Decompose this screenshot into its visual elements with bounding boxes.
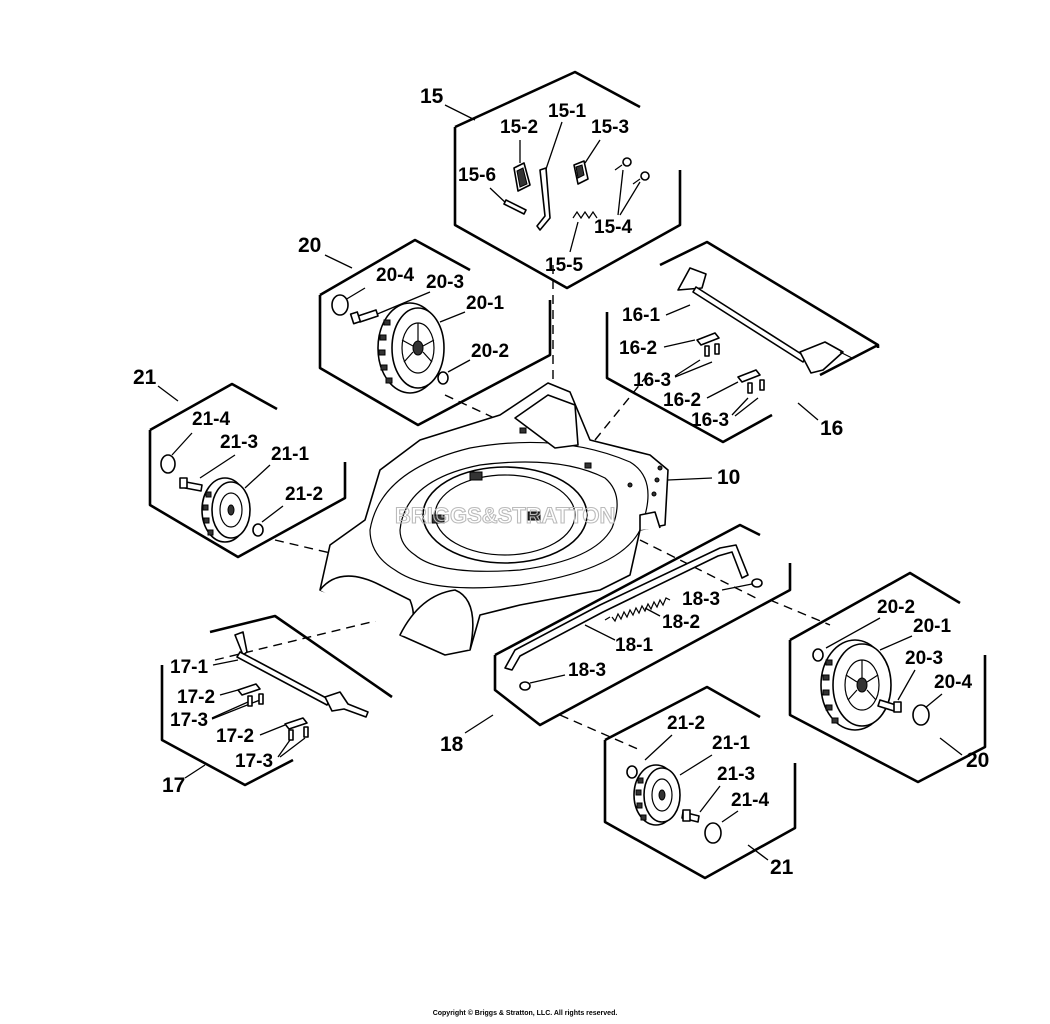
group-20-top-panel bbox=[318, 238, 552, 427]
label-20-3-top: 20-3 bbox=[426, 272, 464, 293]
label-20-1-top: 20-1 bbox=[466, 293, 504, 314]
group-21-bottom-panel bbox=[603, 685, 797, 880]
watermark-text: BRIGGS&STRATTON bbox=[395, 503, 615, 528]
part-16-2-plate-b bbox=[737, 369, 761, 383]
label-16: 16 bbox=[820, 417, 843, 440]
part-20-1-wheel-right bbox=[820, 639, 892, 731]
label-16-3-b: 16-3 bbox=[691, 410, 729, 431]
label-16-2-a: 16-2 bbox=[619, 338, 657, 359]
part-17-2-plate-a bbox=[237, 683, 261, 696]
copyright-notice: Copyright © Briggs & Stratton, LLC. All … bbox=[432, 1010, 618, 1017]
part-21-4-cap-bottom bbox=[704, 822, 722, 844]
label-20-2-right: 20-2 bbox=[877, 597, 915, 618]
part-18-3-nut-bottom bbox=[519, 681, 531, 691]
label-15-3: 15-3 bbox=[591, 117, 629, 138]
part-21-2-washer-left bbox=[252, 523, 264, 537]
part-18-3-nut-top bbox=[751, 578, 763, 588]
part-21-1-wheel-left bbox=[201, 477, 251, 543]
label-17: 17 bbox=[162, 774, 185, 797]
label-21-left: 21 bbox=[133, 366, 157, 389]
label-21-2-left: 21-2 bbox=[285, 484, 323, 505]
label-17-1: 17-1 bbox=[170, 657, 208, 678]
part-20-4-cap-right bbox=[912, 704, 930, 726]
label-18: 18 bbox=[440, 733, 464, 756]
label-21-bottom: 21 bbox=[770, 856, 794, 879]
label-20-1-right: 20-1 bbox=[913, 616, 951, 637]
part-15-3-cap bbox=[573, 160, 589, 185]
label-17-2-a: 17-2 bbox=[177, 687, 215, 708]
part-16-3-screws-a bbox=[704, 343, 720, 357]
part-15-2-cap bbox=[513, 162, 531, 192]
label-15-4: 15-4 bbox=[594, 217, 632, 238]
label-17-3-b: 17-3 bbox=[235, 751, 273, 772]
group-18-panel bbox=[493, 523, 792, 727]
label-16-2-b: 16-2 bbox=[663, 390, 701, 411]
part-15-6-pin bbox=[503, 199, 527, 215]
part-16-3-screws-b bbox=[747, 379, 765, 394]
label-21-1-left: 21-1 bbox=[271, 444, 309, 465]
part-20-2-washer-top bbox=[437, 371, 449, 385]
part-21-3-bolt-left bbox=[179, 477, 203, 492]
part-18-1-lever-rod bbox=[504, 544, 749, 671]
part-16-1-rear-axle bbox=[677, 267, 853, 374]
label-20-right: 20 bbox=[966, 749, 989, 772]
part-17-3-screws-b bbox=[288, 726, 309, 741]
label-16-1: 16-1 bbox=[622, 305, 660, 326]
label-21-4-left: 21-4 bbox=[192, 409, 230, 430]
label-18-3-bottom: 18-3 bbox=[568, 660, 606, 681]
part-20-3-bolt-right bbox=[877, 699, 902, 713]
label-15-1: 15-1 bbox=[548, 101, 586, 122]
part-15-4-screws bbox=[614, 157, 650, 185]
label-20-4-right: 20-4 bbox=[934, 672, 972, 693]
label-18-1: 18-1 bbox=[615, 635, 653, 656]
label-21-4-bottom: 21-4 bbox=[731, 790, 769, 811]
label-20-top: 20 bbox=[298, 234, 321, 257]
label-18-3-top: 18-3 bbox=[682, 589, 720, 610]
label-18-2: 18-2 bbox=[662, 612, 700, 633]
label-17-2-b: 17-2 bbox=[216, 726, 254, 747]
label-21-3-bottom: 21-3 bbox=[717, 764, 755, 785]
label-21-2-bottom: 21-2 bbox=[667, 713, 705, 734]
label-17-3-a: 17-3 bbox=[170, 710, 208, 731]
part-21-4-cap-left bbox=[160, 454, 176, 474]
part-18-2-spring bbox=[604, 597, 671, 623]
label-15-5: 15-5 bbox=[545, 255, 583, 276]
part-21-3-bolt-bottom bbox=[681, 809, 700, 823]
label-15-6: 15-6 bbox=[458, 165, 496, 186]
label-21-3-left: 21-3 bbox=[220, 432, 258, 453]
part-21-2-washer-bottom bbox=[626, 765, 638, 779]
part-17-2-plate-b bbox=[284, 717, 308, 730]
part-17-1-front-axle bbox=[234, 631, 369, 718]
part-15-5-spring bbox=[572, 210, 598, 220]
group-17-panel bbox=[160, 614, 393, 787]
label-15-2: 15-2 bbox=[500, 117, 538, 138]
label-20-3-right: 20-3 bbox=[905, 648, 943, 669]
label-20-2-top: 20-2 bbox=[471, 341, 509, 362]
part-20-3-bolt-top bbox=[349, 309, 379, 325]
part-15-1-rod bbox=[536, 167, 551, 231]
group-15-panel bbox=[453, 70, 682, 290]
group-21-left-panel bbox=[148, 382, 347, 559]
part-17-3-screws-a bbox=[247, 693, 264, 707]
part-16-2-plate-a bbox=[696, 332, 720, 346]
part-21-1-wheel-bottom bbox=[633, 764, 681, 826]
part-10-mower-deck bbox=[319, 382, 669, 656]
label-10: 10 bbox=[717, 466, 740, 489]
label-15: 15 bbox=[420, 85, 444, 108]
part-20-2-washer-right bbox=[812, 648, 824, 662]
group-20-right-panel bbox=[788, 571, 987, 784]
part-20-1-wheel-top bbox=[377, 302, 445, 394]
part-20-4-cap-top bbox=[331, 294, 349, 316]
label-16-3-a: 16-3 bbox=[633, 370, 671, 391]
label-20-4-top: 20-4 bbox=[376, 265, 414, 286]
label-21-1-bottom: 21-1 bbox=[712, 733, 750, 754]
group-16-panel bbox=[605, 240, 880, 444]
